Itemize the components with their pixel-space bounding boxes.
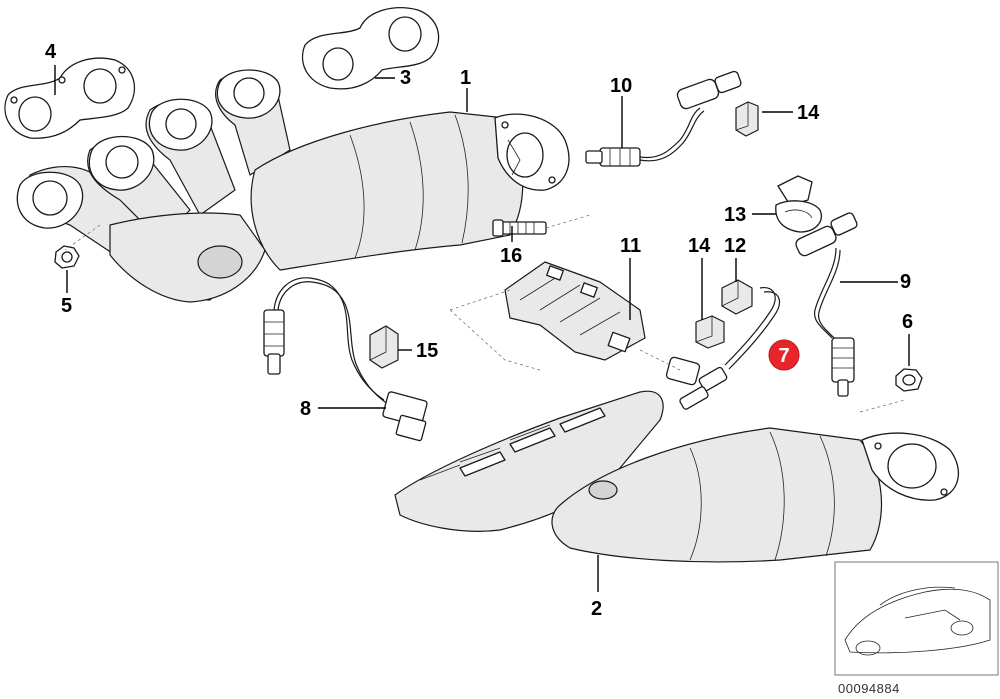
- holder-13[interactable]: [775, 175, 822, 233]
- callout-13[interactable]: 13: [724, 204, 746, 226]
- highlight-marker: [768, 339, 800, 371]
- highlighted-callout-7[interactable]: 7: [768, 339, 800, 371]
- clip-12[interactable]: [721, 279, 753, 315]
- exhaust-manifold-2[interactable]: [394, 390, 959, 563]
- oxygen-sensor-8[interactable]: [263, 277, 428, 442]
- oxygen-sensor-7[interactable]: [665, 286, 781, 411]
- callout-7: 7: [778, 345, 789, 367]
- callout-3[interactable]: 3: [400, 67, 411, 89]
- callout-5[interactable]: 5: [61, 295, 72, 317]
- callout-16[interactable]: 16: [500, 245, 522, 267]
- leader-lines: [54, 65, 910, 592]
- callout-12[interactable]: 12: [724, 235, 746, 257]
- clip-15[interactable]: [369, 325, 399, 369]
- exhaust-manifold-1[interactable]: [16, 69, 570, 303]
- callout-2[interactable]: 2: [591, 598, 602, 620]
- callout-15[interactable]: 15: [416, 340, 438, 362]
- bracket-11[interactable]: [504, 261, 646, 361]
- callout-4[interactable]: 4: [45, 41, 57, 63]
- callout-14-top[interactable]: 14: [797, 102, 820, 124]
- bolt-16[interactable]: [492, 219, 547, 237]
- callout-14-middle[interactable]: 14: [688, 235, 711, 257]
- reference-lines: [64, 214, 906, 413]
- callout-6[interactable]: 6: [902, 311, 913, 333]
- callout-10[interactable]: 10: [610, 75, 632, 97]
- clip-14-top[interactable]: [735, 101, 759, 137]
- gasket-3[interactable]: [301, 7, 440, 90]
- callout-11[interactable]: 11: [620, 235, 641, 257]
- callout-labels: 4 3 1 10 14 13 16 11 14 12 9 5 6 15 8 2: [45, 41, 913, 620]
- callout-8[interactable]: 8: [300, 398, 311, 420]
- clip-14-middle[interactable]: [695, 315, 725, 349]
- nut-5[interactable]: [54, 245, 80, 269]
- oxygen-sensor-9[interactable]: [794, 212, 858, 397]
- oxygen-sensor-10[interactable]: [585, 70, 742, 167]
- diagram-id: 00094884: [838, 681, 900, 696]
- callout-1[interactable]: 1: [460, 67, 471, 89]
- vehicle-thumbnail: [834, 561, 999, 676]
- callout-9[interactable]: 9: [900, 271, 911, 293]
- gasket-4[interactable]: [4, 57, 136, 139]
- nut-6[interactable]: [895, 368, 923, 392]
